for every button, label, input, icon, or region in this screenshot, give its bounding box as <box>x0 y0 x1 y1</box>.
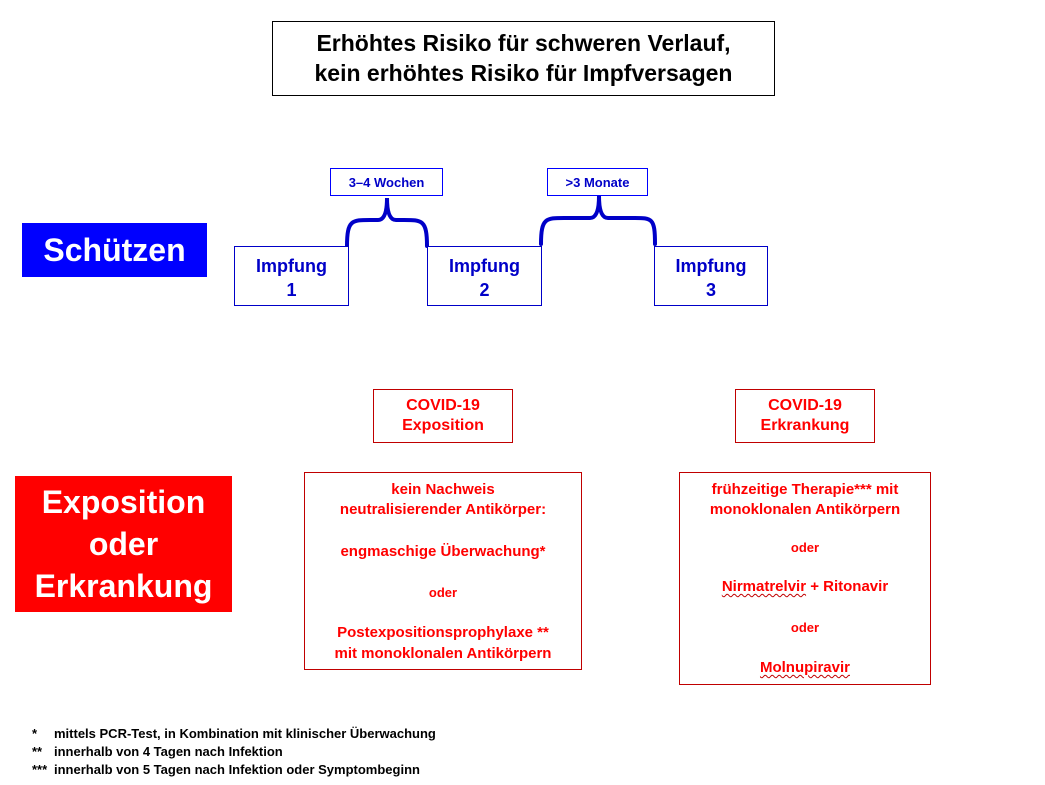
trigger-line-1: COVID-19 <box>406 397 480 414</box>
drug-molnupiravir: Molnupiravir <box>759 659 850 676</box>
exposure-label-line-1: Exposition <box>41 484 206 520</box>
interval-label-2: >3 Monate <box>547 168 648 196</box>
therapy-or-1: oder <box>790 540 820 555</box>
trigger-line-2: Exposition <box>402 417 484 434</box>
trigger-box-disease: COVID-19 Erkrankung <box>735 389 875 443</box>
vaccination-box-2: Impfung 2 <box>427 246 542 306</box>
vaccination-label: Impfung <box>256 256 327 276</box>
exposure-label-line-2: oder <box>88 526 159 562</box>
footnote-3: *** innerhalb von 5 Tagen nach Infektion … <box>32 761 632 779</box>
brace-interval-2 <box>539 195 657 246</box>
drug-nirmatrelvir: Nirmatrelvir <box>721 578 807 595</box>
therapy-or-2: oder <box>790 620 820 635</box>
interval-text-1: 3–4 Wochen <box>348 174 425 190</box>
vaccination-number: 2 <box>479 280 490 300</box>
exposure-option-prophylaxis-2: mit monoklonalen Antikörpern <box>334 645 552 662</box>
footnotes: * mittels PCR-Test, in Kombination mit kl… <box>32 725 632 779</box>
title-line-1: Erhöhtes Risiko für schweren Verlauf, <box>316 30 731 56</box>
exposure-management-box: kein Nachweis neutralisierender Antikörp… <box>304 472 582 670</box>
protect-label-text: Schützen <box>43 231 186 268</box>
footnote-mark: *** <box>32 762 48 777</box>
footnote-2: ** innerhalb von 4 Tagen nach Infektion <box>32 743 632 761</box>
exposure-line-2: neutralisierender Antikörper: <box>339 501 547 518</box>
exposure-option-prophylaxis-1: Postexpositionsprophylaxe ** <box>337 624 549 641</box>
drug-ritonavir: + Ritonavir <box>806 578 889 595</box>
footnote-mark: * <box>32 726 38 741</box>
therapy-drug-1: Nirmatrelvir + Ritonavir <box>680 577 930 597</box>
exposure-line-1: kein Nachweis <box>391 481 495 498</box>
vaccination-box-3: Impfung 3 <box>654 246 768 306</box>
vaccination-number: 3 <box>705 280 716 300</box>
footnote-text: innerhalb von 5 Tagen nach Infektion ode… <box>54 762 420 777</box>
section-label-protect: Schützen <box>22 223 207 277</box>
therapy-line-2: monoklonalen Antikörpern <box>709 501 901 518</box>
interval-label-1: 3–4 Wochen <box>330 168 443 196</box>
trigger-line-2: Erkrankung <box>760 417 850 434</box>
vaccination-box-1: Impfung 1 <box>234 246 349 306</box>
trigger-line-1: COVID-19 <box>768 397 842 414</box>
brace-interval-1 <box>345 197 429 248</box>
therapy-box: frühzeitige Therapie*** mit monoklonalen… <box>679 472 931 685</box>
exposure-or: oder <box>428 585 458 600</box>
vaccination-label: Impfung <box>449 256 520 276</box>
footnote-1: * mittels PCR-Test, in Kombination mit kl… <box>32 725 632 743</box>
trigger-box-exposure: COVID-19 Exposition <box>373 389 513 443</box>
exposure-label-line-3: Erkrankung <box>34 568 213 604</box>
footnote-text: innerhalb von 4 Tagen nach Infektion <box>54 744 283 759</box>
therapy-line-1: frühzeitige Therapie*** mit <box>711 481 899 498</box>
exposure-option-monitoring: engmaschige Überwachung* <box>340 543 546 560</box>
interval-text-2: >3 Monate <box>565 174 630 190</box>
vaccination-label: Impfung <box>675 256 747 276</box>
footnote-text: mittels PCR-Test, in Kombination mit kli… <box>54 726 436 741</box>
diagram-title: Erhöhtes Risiko für schweren Verlauf, ke… <box>272 21 775 96</box>
exposure-label-text: Exposition oder Erkrankung <box>35 481 213 607</box>
section-label-exposure: Exposition oder Erkrankung <box>15 476 232 612</box>
therapy-drug-2: Molnupiravir <box>680 658 930 678</box>
vaccination-number: 1 <box>286 280 297 300</box>
footnote-mark: ** <box>32 744 43 759</box>
title-line-2: kein erhöhtes Risiko für Impfversagen <box>314 60 733 86</box>
